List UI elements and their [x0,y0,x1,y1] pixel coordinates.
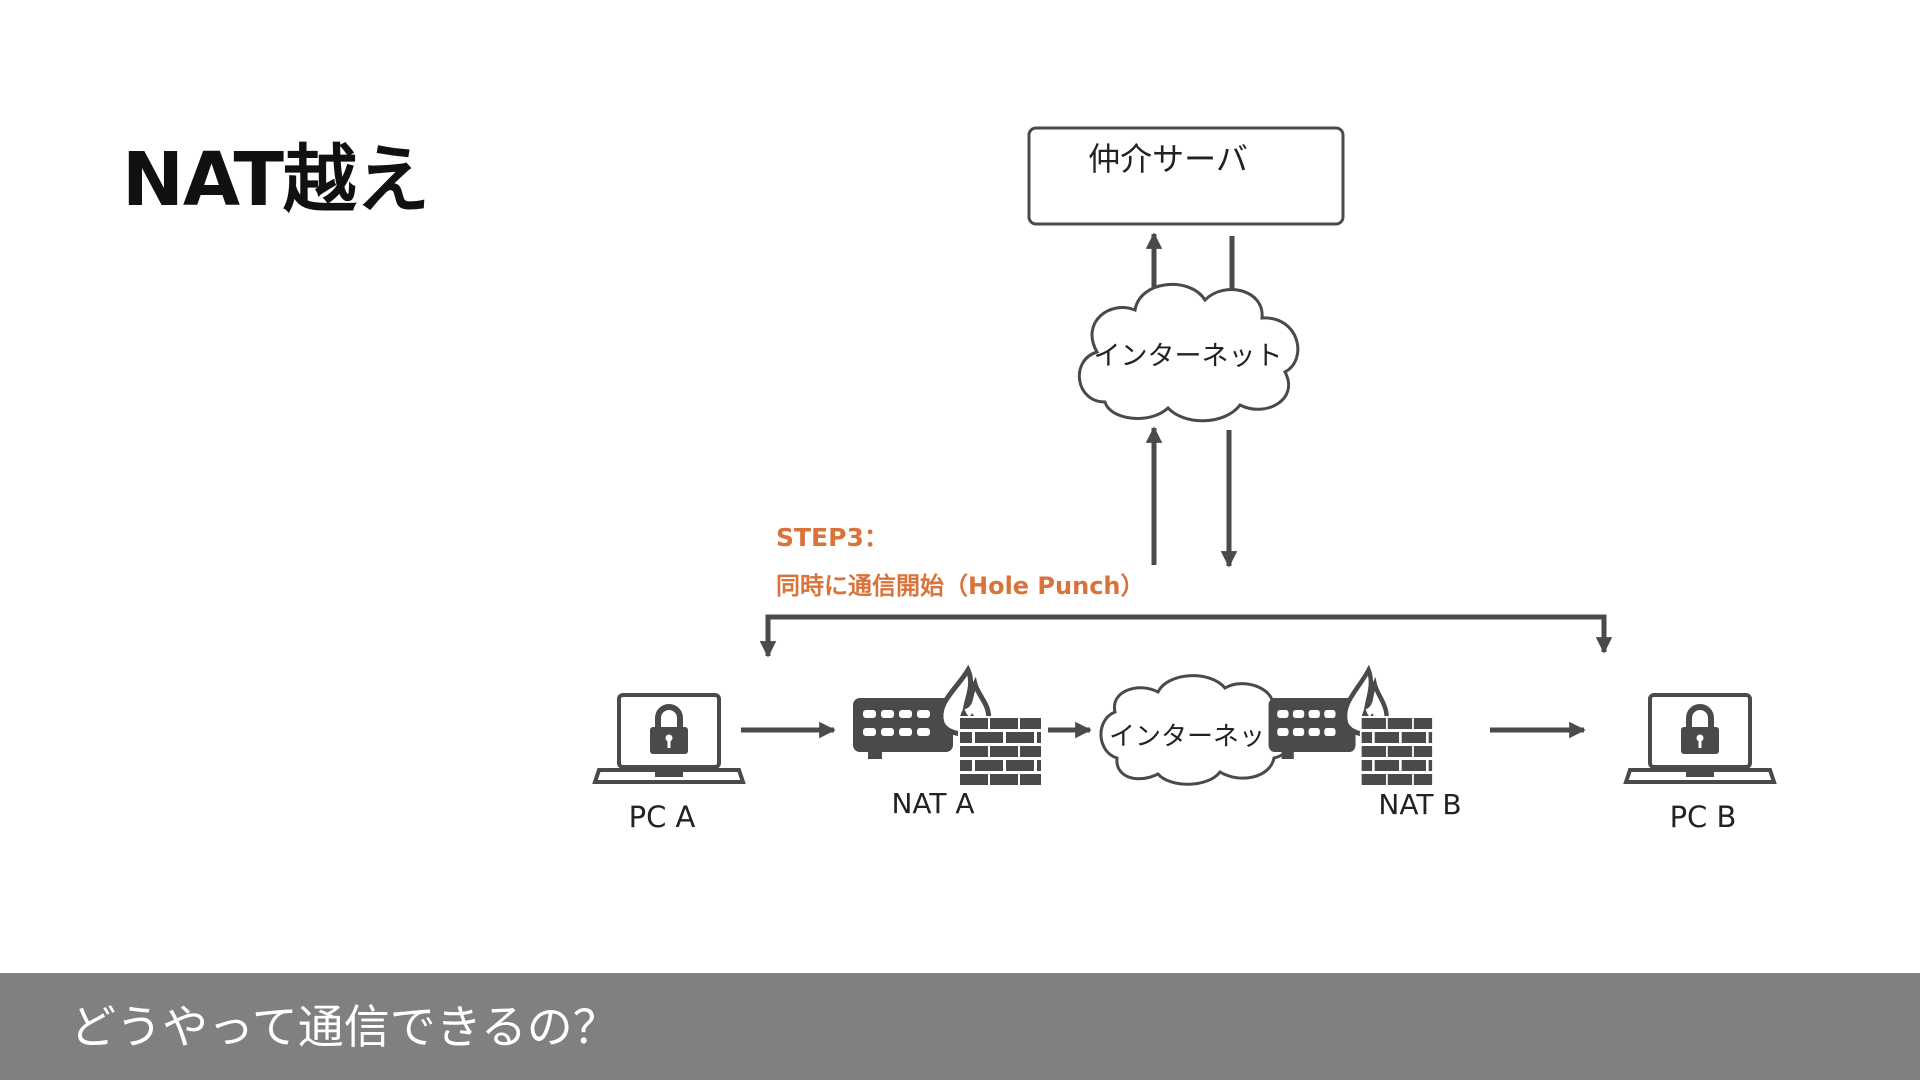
pc-a-label: PC A [629,800,696,834]
nat-b-firewall-icon [1269,670,1434,788]
server-box [1027,126,1345,226]
pc-b-laptop-icon [1626,695,1774,782]
internet-label-lower: インターネット [1109,722,1291,752]
pc-a-laptop-icon [595,695,743,782]
nat-a-label: NAT A [891,787,974,820]
server-label: 仲介サーバ [1088,140,1248,178]
step-title: STEP3： [776,523,889,552]
internet-cloud-upper [1077,282,1300,423]
footer-question: どうやって通信できるの？ [70,1000,619,1054]
internet-label-upper: インターネット [1094,341,1283,372]
slide-title: NAT越え [122,137,430,223]
pc-b-label: PC B [1670,800,1737,834]
hole-punch-bracket [765,614,1613,654]
nat-a-firewall-icon [853,670,1043,788]
nat-b-label: NAT B [1378,788,1461,821]
footer-bar: どうやって通信できるの？ [0,973,1920,1080]
step-description: 同時に通信開始（Hole Punch） [776,572,1145,600]
